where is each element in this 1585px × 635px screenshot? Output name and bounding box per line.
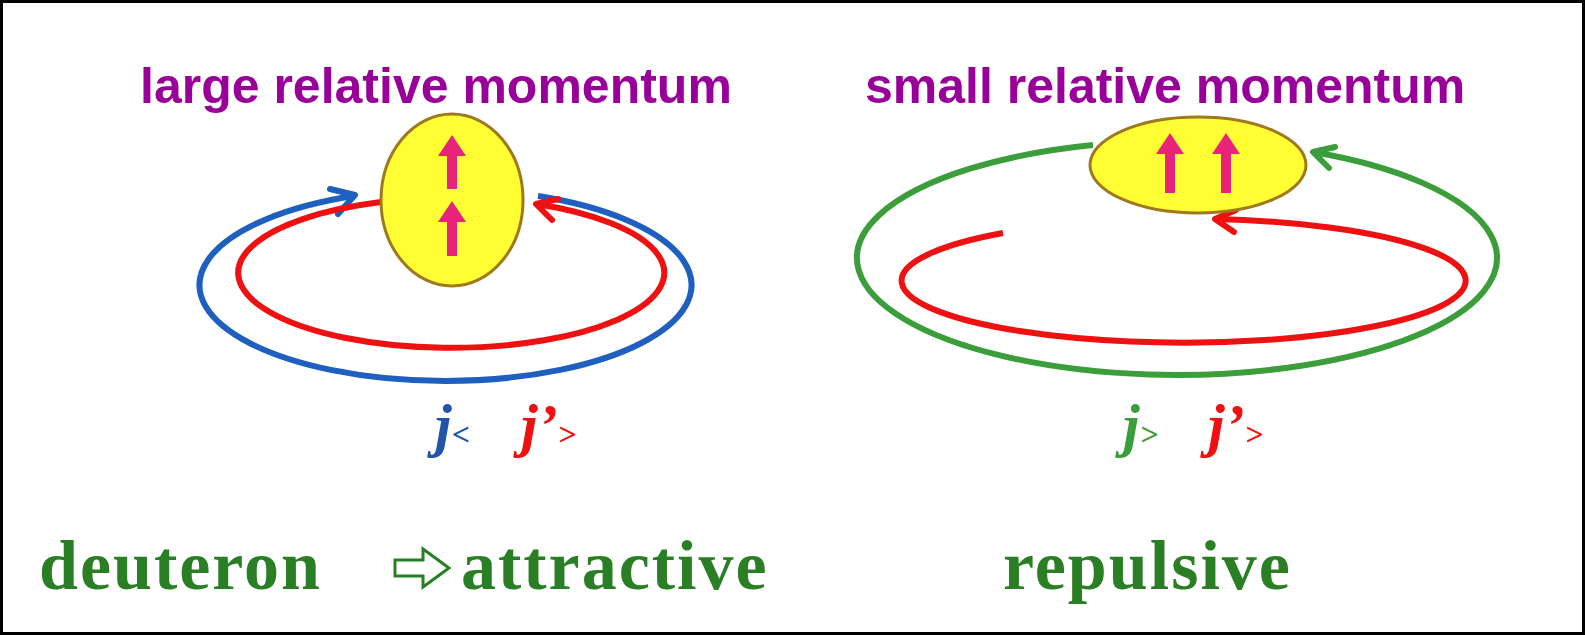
conclusion-text: deuteron <box>39 531 322 601</box>
angular-momentum-symbol: j’> <box>521 395 576 455</box>
angular-momentum-symbol: j’> <box>1208 395 1263 455</box>
heading-text: small relative momentum <box>865 61 1465 111</box>
angular-momentum-symbol: j> <box>1123 395 1158 455</box>
implication-arrow <box>395 549 449 587</box>
spin-arrow <box>438 135 466 189</box>
red-arrowhead <box>536 199 558 220</box>
red-orbit <box>902 219 1466 343</box>
conclusion-text: attractive <box>461 531 769 601</box>
conclusion-text: repulsive <box>1003 531 1292 601</box>
green-arrowhead <box>1313 147 1335 168</box>
angular-momentum-symbol: j< <box>435 395 470 455</box>
nucleus-ellipse <box>381 114 523 286</box>
spin-arrow <box>1212 133 1240 193</box>
heading-text: large relative momentum <box>140 61 732 111</box>
nucleus-ellipse <box>1090 117 1306 213</box>
spin-arrow <box>1156 133 1184 193</box>
spin-arrow <box>438 201 466 256</box>
